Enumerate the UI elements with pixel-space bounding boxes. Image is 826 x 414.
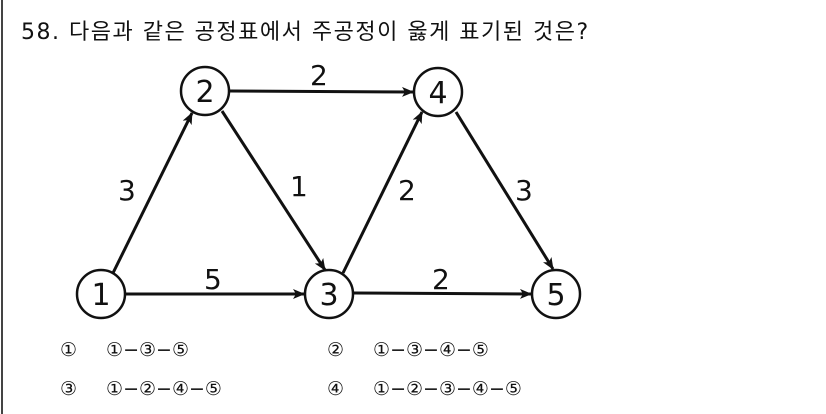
choice-1-number: ① <box>60 339 78 361</box>
choice-2-number: ② <box>327 339 345 361</box>
node-5-label: 5 <box>546 278 565 313</box>
edge-3-5 <box>353 288 532 299</box>
choice-4-number: ④ <box>327 378 345 400</box>
choice-3-number: ③ <box>60 378 78 400</box>
choice-4-path: ①−②−③−④−⑤ <box>373 378 522 400</box>
question-body: 다음과 같은 공정표에서 주공정이 옳게 표기된 것은? <box>69 20 590 45</box>
choice-2[interactable]: ② ①−③−④−⑤ <box>327 339 489 361</box>
choice-1[interactable]: ① ①−③−⑤ <box>60 339 189 361</box>
choice-3[interactable]: ③ ①−②−④−⑤ <box>60 378 222 400</box>
node-3-label: 3 <box>319 278 338 313</box>
node-5: 5 <box>530 268 582 320</box>
weight-3-4: 2 <box>398 174 416 207</box>
question-text: 58. 다음과 같은 공정표에서 주공정이 옳게 표기된 것은? <box>21 14 590 46</box>
left-border <box>1 0 3 414</box>
node-4-label: 4 <box>428 76 447 111</box>
weight-2-4: 2 <box>310 59 328 92</box>
edge-2-4 <box>229 86 414 97</box>
edge-2-3 <box>220 110 327 271</box>
weight-1-2: 3 <box>118 174 136 207</box>
weight-1-3: 5 <box>204 263 222 296</box>
edge-3-4 <box>341 111 424 274</box>
node-3: 3 <box>303 268 355 320</box>
edge-1-2 <box>111 112 194 274</box>
choice-3-path: ①−②−④−⑤ <box>106 378 222 400</box>
node-1-label: 1 <box>91 278 110 313</box>
edge-4-5 <box>454 111 555 270</box>
weight-3-5: 2 <box>432 263 450 296</box>
question-number: 58. <box>21 20 61 45</box>
weight-4-5: 3 <box>515 174 533 207</box>
choice-4[interactable]: ④ ①−②−③−④−⑤ <box>327 378 522 400</box>
choice-2-path: ①−③−④−⑤ <box>373 339 489 361</box>
node-2-label: 2 <box>195 75 214 110</box>
node-2: 2 <box>179 65 231 117</box>
node-4: 4 <box>412 66 464 118</box>
weight-2-3: 1 <box>290 170 308 203</box>
node-1: 1 <box>75 268 127 320</box>
choice-1-path: ①−③−⑤ <box>106 339 189 361</box>
